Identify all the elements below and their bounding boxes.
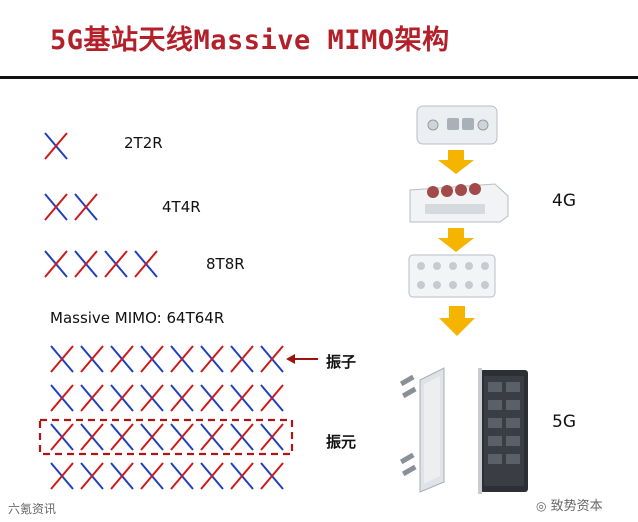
antenna-element <box>260 345 284 373</box>
5g-antenna-front-panel <box>419 367 445 493</box>
antenna-element <box>140 423 164 451</box>
5g-antenna-illustration <box>399 367 528 494</box>
antenna-element <box>110 423 134 451</box>
antenna-element <box>230 384 254 412</box>
down-arrow-icon <box>439 306 475 336</box>
watermark-left: 六氪资讯 <box>8 502 57 516</box>
antenna-element <box>230 462 254 490</box>
watermark-right: ◎ 致势资本 <box>536 495 603 514</box>
antenna-element <box>80 423 104 451</box>
config-label-4t4r: 4T4R <box>162 198 201 216</box>
down-arrow-icon <box>438 150 474 174</box>
antenna-element <box>110 345 134 373</box>
massive-mimo-label: Massive MIMO: 64T64R <box>50 309 225 327</box>
array-highlight-box <box>38 418 294 456</box>
antenna-element <box>140 462 164 490</box>
label-5g: 5G <box>552 412 576 432</box>
antenna-element <box>230 423 254 451</box>
antenna-element <box>44 132 68 160</box>
page-title: 5G基站天线Massive MIMO架构 <box>50 25 450 56</box>
antenna-element <box>200 384 224 412</box>
2-port-antenna-image <box>416 105 498 145</box>
antenna-element <box>170 345 194 373</box>
antenna-element <box>50 384 74 412</box>
array-annotation: 振元 <box>326 433 357 451</box>
watermark-right-text: 致势资本 <box>550 499 603 514</box>
antenna-element <box>140 384 164 412</box>
antenna-element <box>80 384 104 412</box>
antenna-element <box>140 345 164 373</box>
antenna-element <box>200 423 224 451</box>
label-4g: 4G <box>552 191 576 211</box>
antenna-element <box>200 462 224 490</box>
antenna-element <box>260 384 284 412</box>
antenna-element <box>50 462 74 490</box>
config-label-8t8r: 8T8R <box>206 255 245 273</box>
antenna-element <box>74 250 98 278</box>
antenna-element <box>80 345 104 373</box>
4-port-antenna-image <box>409 183 509 223</box>
wechat-icon: ◎ <box>536 499 547 513</box>
mounting-bracket-icon <box>399 374 417 477</box>
8-port-antenna-image <box>408 254 496 298</box>
antenna-element <box>80 462 104 490</box>
down-arrow-icon <box>438 228 474 252</box>
antenna-element <box>260 462 284 490</box>
antenna-element <box>44 193 68 221</box>
left-arrow-icon <box>286 354 318 364</box>
antenna-element <box>104 250 128 278</box>
antenna-element <box>260 423 284 451</box>
antenna-element <box>170 462 194 490</box>
antenna-element <box>134 250 158 278</box>
antenna-element <box>110 384 134 412</box>
element-annotation: 振子 <box>326 353 357 371</box>
antenna-element <box>170 384 194 412</box>
antenna-element <box>170 423 194 451</box>
title-divider <box>0 76 638 79</box>
5g-antenna-back-panel <box>478 368 528 494</box>
antenna-element <box>44 250 68 278</box>
config-label-2t2r: 2T2R <box>124 134 163 152</box>
antenna-element <box>110 462 134 490</box>
antenna-element <box>50 423 74 451</box>
4g-antenna-illustration <box>408 105 509 298</box>
antenna-element <box>50 345 74 373</box>
antenna-element <box>230 345 254 373</box>
antenna-element <box>200 345 224 373</box>
antenna-element <box>74 193 98 221</box>
